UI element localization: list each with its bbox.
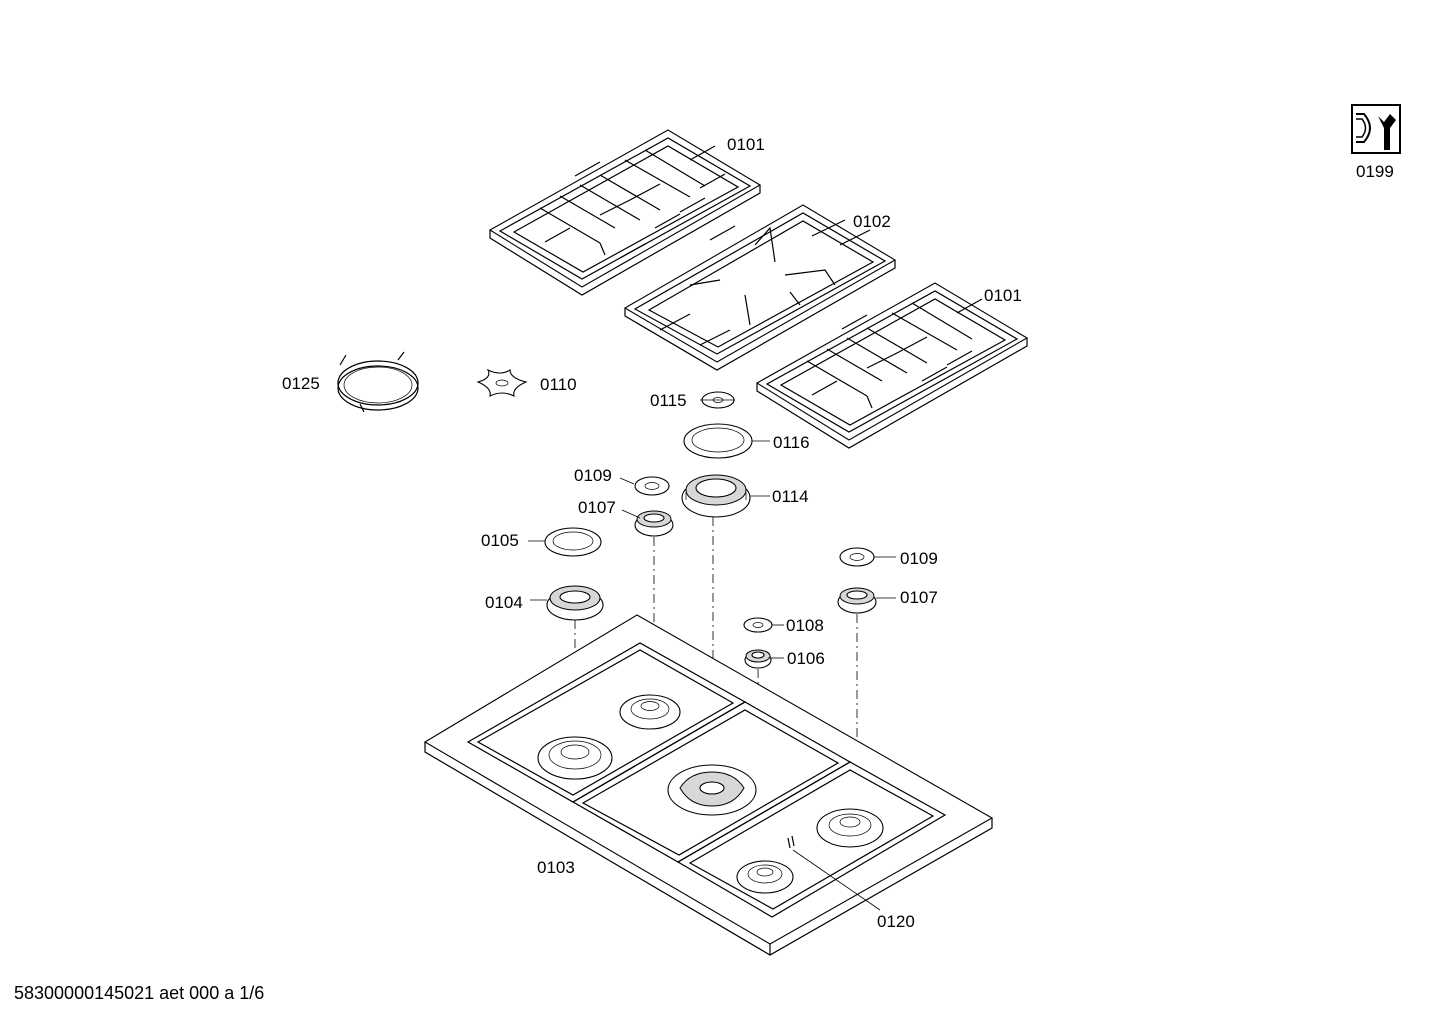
burner-cap-0109-left [634, 476, 670, 496]
label-0109-left: 0109 [574, 466, 612, 485]
label-0120: 0120 [877, 912, 915, 931]
label-0115: 0115 [650, 391, 687, 410]
label-0107-right: 0107 [900, 588, 938, 607]
pan-support-0102 [623, 204, 897, 371]
wok-ring-0125 [337, 351, 419, 413]
burner-head-0107-right [837, 587, 877, 614]
label-0104: 0104 [485, 593, 523, 612]
document-footer-id: 58300000145021 aet 000 a 1/6 [14, 983, 265, 1003]
service-tool-icon [1351, 104, 1401, 154]
label-0105: 0105 [481, 531, 519, 550]
label-0107-left: 0107 [578, 498, 616, 517]
burner-cap-0108 [743, 617, 773, 633]
label-0125: 0125 [282, 374, 320, 393]
burner-head-0104 [546, 585, 604, 621]
label-0110: 0110 [540, 375, 577, 394]
label-0101-right: 0101 [984, 286, 1022, 305]
label-0101-top: 0101 [727, 135, 765, 154]
label-0109-right: 0109 [900, 549, 938, 568]
burner-head-0107-left [634, 510, 674, 537]
label-0116: 0116 [773, 433, 810, 452]
label-0106: 0106 [787, 649, 825, 668]
hob-top-0103 [423, 614, 994, 956]
leader-lines [528, 399, 896, 911]
label-0102: 0102 [853, 212, 891, 231]
flame-ring-0116 [683, 423, 753, 459]
simmer-plate-0110 [476, 368, 528, 398]
label-0114: 0114 [772, 487, 809, 506]
label-0108: 0108 [786, 616, 824, 635]
burner-cap-0105 [544, 527, 602, 557]
label-0103: 0103 [537, 858, 575, 877]
burner-head-0106 [744, 649, 772, 669]
label-0199: 0199 [1356, 162, 1394, 181]
burner-head-0114 [681, 474, 751, 518]
pan-support-0101-top [488, 129, 762, 296]
pan-support-0101-right [755, 282, 1029, 449]
burner-cap-0109-right [839, 547, 875, 567]
